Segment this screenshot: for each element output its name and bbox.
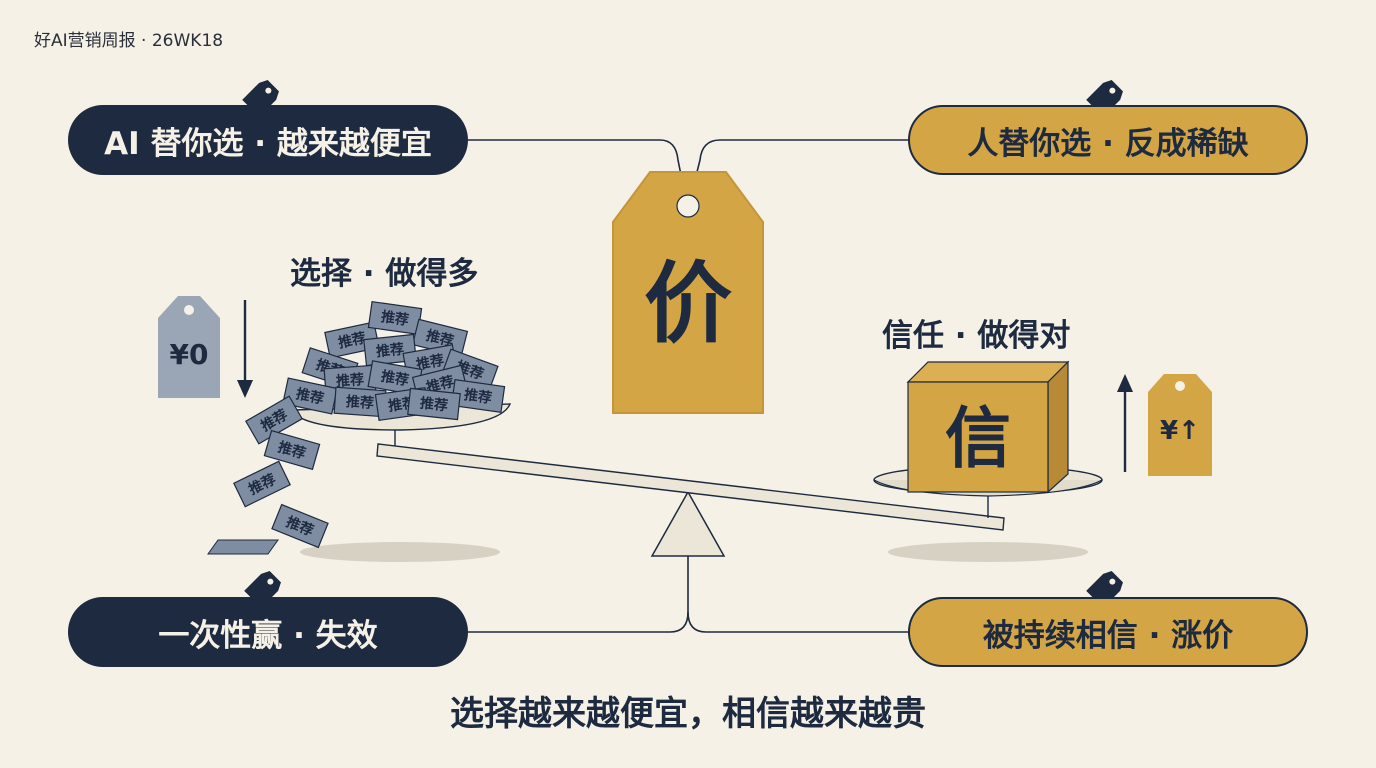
left-heading: 选择 · 做得多 bbox=[290, 248, 478, 293]
connector-bottom-right bbox=[688, 612, 908, 632]
recommendation-card: 推荐 bbox=[272, 505, 328, 548]
bottom-caption: 选择越来越便宜，相信越来越贵 bbox=[0, 686, 1376, 735]
report-header: 好AI营销周报 · 26WK18 bbox=[34, 26, 223, 51]
recommendation-card: 推荐 bbox=[408, 388, 460, 419]
down-arrow-icon bbox=[237, 300, 253, 398]
right-heading: 信任 · 做得对 bbox=[882, 310, 1070, 355]
recommendation-card: 推荐 bbox=[368, 302, 421, 335]
rising-price-label: ¥↑ bbox=[1148, 416, 1212, 446]
pill-continuous-trust: 被持续相信 · 涨价 bbox=[908, 597, 1308, 667]
recommendation-card-label: 推荐 bbox=[345, 393, 374, 412]
left-shadow bbox=[300, 542, 500, 562]
pill-ai-chooses: AI 替你选 · 越来越便宜 bbox=[68, 105, 468, 175]
right-shadow bbox=[888, 542, 1088, 562]
recommendation-card-label: 推荐 bbox=[375, 341, 405, 361]
recommendation-card: 推荐 bbox=[234, 461, 290, 506]
fallen-card bbox=[208, 540, 278, 554]
fulcrum-triangle bbox=[652, 492, 724, 556]
recommendation-card: 推荐 bbox=[264, 431, 319, 470]
recommendation-card-label: 推荐 bbox=[419, 395, 449, 415]
trust-box-character: 信 bbox=[908, 394, 1048, 484]
price-tag-character: 价 bbox=[613, 254, 763, 354]
up-arrow-icon bbox=[1117, 374, 1133, 472]
pill-human-chooses: 人替你选 · 反成稀缺 bbox=[908, 105, 1308, 175]
zero-price-label: ¥0 bbox=[158, 338, 220, 371]
connector-bottom-left bbox=[468, 556, 688, 632]
pill-one-time-win: 一次性赢 · 失效 bbox=[68, 597, 468, 667]
